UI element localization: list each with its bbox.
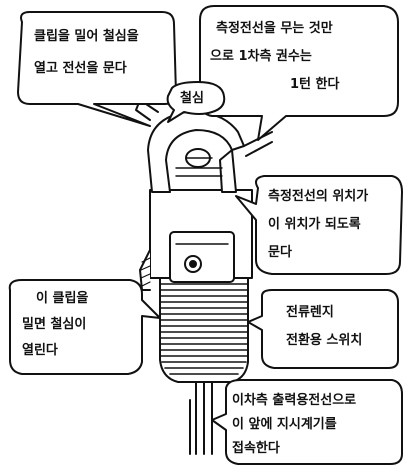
press-clip-text-line1: 이 클립을 — [36, 291, 89, 306]
position-text-line1: 측정전선의 위치가 — [268, 189, 369, 204]
callout-bubbles — [8, 5, 403, 465]
range-switch-text-line2: 전환용 스위치 — [286, 333, 363, 348]
turns-text-line1: 측정전선을 무는 것만 — [216, 21, 333, 36]
press-clip-text-line2: 밀면 철심이 — [22, 317, 87, 332]
press-clip-text-line3: 열린다 — [22, 343, 58, 358]
output-cables — [189, 381, 213, 455]
output-cable-text-line1: 이차측 출력용전선으로 — [232, 393, 357, 408]
output-cable-text-line2: 이 앞에 지시계기를 — [232, 417, 337, 432]
switch-panel — [169, 231, 235, 283]
position-text-line2: 이 위치가 되도록 — [268, 217, 361, 232]
core-label: 철심 — [180, 91, 204, 106]
range-switch-text-line1: 전류렌지 — [286, 305, 334, 320]
position-text-line3: 문다 — [268, 245, 292, 260]
meter-body — [159, 277, 249, 383]
output-cable-text-line3: 접속한다 — [232, 441, 280, 456]
push-clip-text-line2: 열고 전선을 문다 — [34, 61, 127, 76]
turns-text-line2: 으로 1차측 권수는 — [210, 49, 312, 64]
meter-upper-housing — [139, 189, 253, 291]
push-clip-text-line1: 클립을 밀어 철심을 — [34, 29, 139, 44]
turns-text-line3: 1턴 한다 — [290, 77, 340, 92]
